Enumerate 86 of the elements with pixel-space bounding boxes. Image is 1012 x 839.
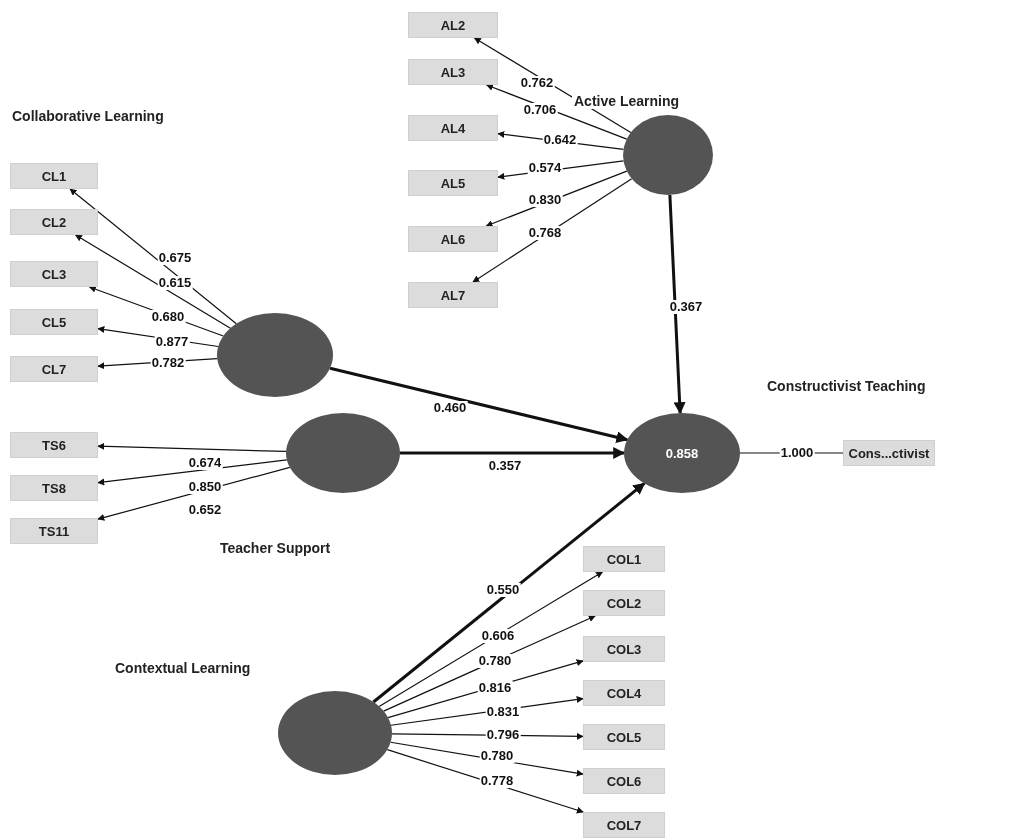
edge-label: 0.780 — [477, 654, 513, 668]
path-arrow — [97, 442, 287, 453]
indicator-box — [583, 680, 665, 706]
indicator-box — [408, 115, 498, 141]
indicator-box — [583, 768, 665, 794]
indicator-name: COL2 — [606, 595, 642, 611]
construct-name: Contextual Learning — [113, 660, 253, 676]
path-arrow — [472, 178, 633, 283]
edge-label: 0.574 — [527, 161, 563, 175]
path-arrow — [378, 571, 603, 708]
edge-label: 0.830 — [527, 193, 563, 207]
edge-label: 0.768 — [527, 226, 563, 240]
path-arrow — [372, 482, 646, 704]
indicator-name: COL3 — [606, 641, 642, 657]
indicator-name: AL4 — [440, 120, 466, 136]
indicator-box — [408, 282, 498, 308]
construct-name: Teacher Support — [218, 540, 333, 556]
indicator-name: CL7 — [41, 361, 67, 377]
edge-label: 0.877 — [154, 335, 190, 349]
indicator-name: AL3 — [440, 64, 466, 80]
path-arrow — [668, 194, 686, 415]
indicator-box — [10, 432, 98, 458]
indicator-box — [10, 261, 98, 287]
indicator-box — [583, 812, 665, 838]
edge-label: 0.762 — [519, 76, 555, 90]
path-arrow — [400, 447, 626, 459]
edge-label: 0.606 — [480, 629, 516, 643]
edge-label: 0.850 — [187, 480, 223, 494]
edge-label: 0.782 — [150, 356, 186, 370]
construct-name: Active Learning — [572, 93, 682, 109]
indicator-box — [10, 163, 98, 189]
indicator-name: TS6 — [42, 437, 66, 453]
indicator-name: COL5 — [606, 729, 642, 745]
indicator-name: AL7 — [440, 287, 466, 303]
edge-label: 0.796 — [485, 728, 521, 742]
indicator-box — [408, 59, 498, 85]
path-arrow — [69, 188, 237, 325]
path-arrow — [75, 234, 231, 329]
edge-label: 0.367 — [668, 300, 704, 314]
indicator-box — [10, 518, 98, 544]
indicator-name: Cons...ctivist — [848, 445, 930, 461]
edge-label: 0.357 — [487, 459, 523, 473]
indicator-box — [843, 440, 935, 466]
indicator-box — [10, 356, 98, 382]
indicator-name: CL5 — [41, 314, 67, 330]
edge-label: 0.816 — [477, 681, 513, 695]
indicator-name: CL3 — [41, 266, 67, 282]
indicator-name: COL1 — [606, 551, 642, 567]
construct-name: Constructivist Teaching — [765, 378, 928, 394]
indicator-name: CL1 — [41, 168, 67, 184]
edge-label: 0.831 — [485, 705, 521, 719]
indicator-name: AL6 — [440, 231, 466, 247]
indicator-box — [10, 209, 98, 235]
edge-label: 0.615 — [157, 276, 193, 290]
path-arrow — [97, 459, 288, 486]
indicator-name: AL5 — [440, 175, 466, 191]
indicator-name: TS8 — [42, 480, 66, 496]
path-arrow — [329, 366, 629, 444]
edge-label: 0.550 — [485, 583, 521, 597]
indicator-name: COL4 — [606, 685, 642, 701]
indicator-box — [583, 636, 665, 662]
r-squared-value: 0.858 — [665, 445, 699, 461]
edge-label: 0.652 — [187, 503, 223, 517]
edge-label: 0.642 — [542, 133, 578, 147]
edge-label: 0.675 — [157, 251, 193, 265]
indicator-box — [10, 475, 98, 501]
indicator-box — [408, 170, 498, 196]
indicator-name: AL2 — [440, 17, 466, 33]
indicator-name: COL7 — [606, 817, 642, 833]
indicator-box — [10, 309, 98, 335]
indicator-box — [583, 590, 665, 616]
indicator-box — [408, 12, 498, 38]
construct-name: Collaborative Learning — [10, 108, 166, 124]
indicator-box — [583, 724, 665, 750]
indicator-name: COL6 — [606, 773, 642, 789]
edge-label: 0.706 — [522, 103, 558, 117]
edge-label: 0.780 — [479, 749, 515, 763]
indicator-name: CL2 — [41, 214, 67, 230]
indicator-name: TS11 — [38, 523, 70, 539]
edge-label: 0.674 — [187, 456, 223, 470]
edge-label: 0.680 — [150, 310, 186, 324]
edge-label: 0.778 — [479, 774, 515, 788]
edge-label: 0.460 — [432, 401, 468, 415]
indicator-box — [408, 226, 498, 252]
indicator-box — [583, 546, 665, 572]
edge-label: 1.000 — [779, 446, 815, 460]
